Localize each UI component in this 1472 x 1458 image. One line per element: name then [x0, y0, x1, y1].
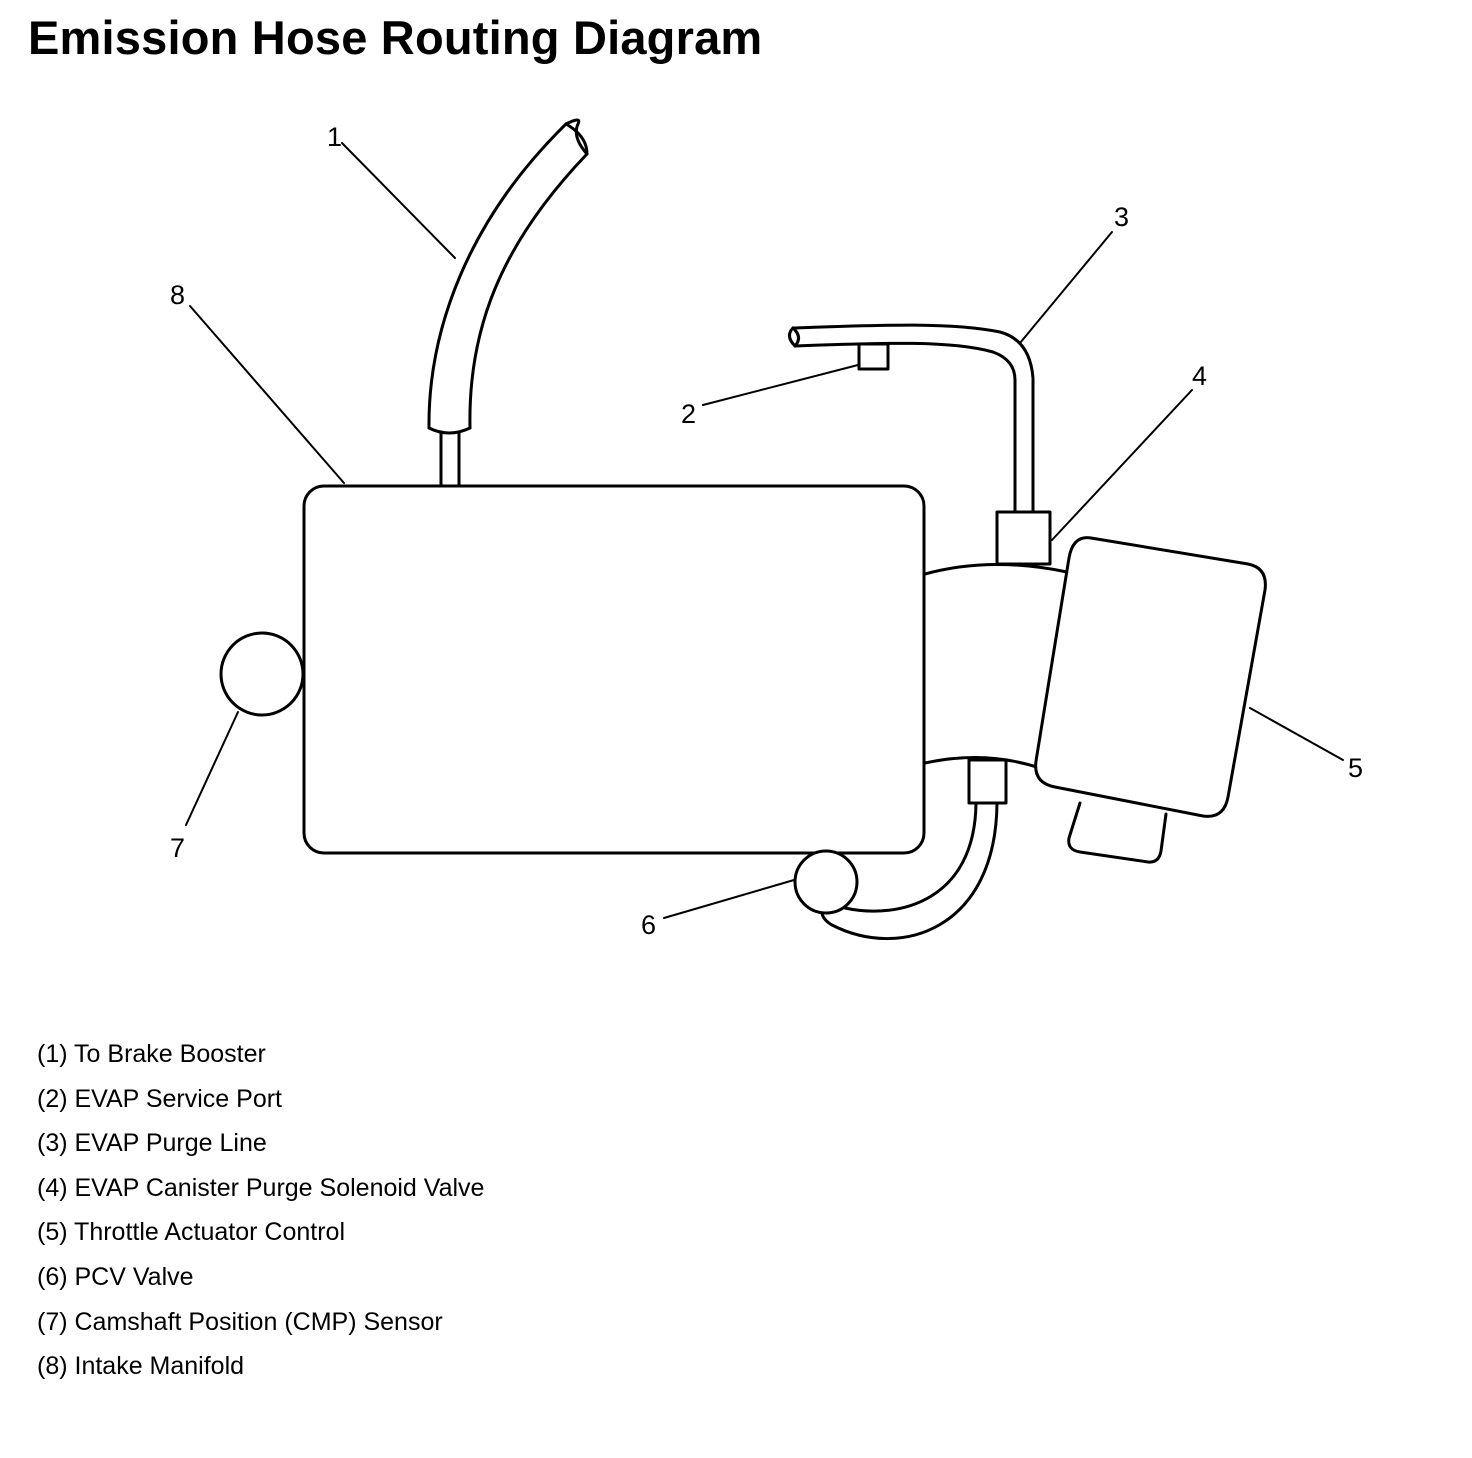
- callout-8: 8: [170, 280, 185, 310]
- callout-3: 3: [1114, 202, 1129, 232]
- leader-line-2: [702, 364, 859, 406]
- legend-item: (7) Camshaft Position (CMP) Sensor: [37, 1307, 443, 1336]
- callout-5: 5: [1348, 753, 1363, 783]
- legend-item: (8) Intake Manifold: [37, 1352, 245, 1381]
- cmp-sensor: [219, 631, 305, 717]
- callout-1: 1: [327, 122, 342, 152]
- callout-6: 6: [641, 910, 656, 940]
- pcv-hose: [820, 758, 1008, 940]
- evap-purge-solenoid: [995, 510, 1052, 566]
- evap-purge-line: [788, 323, 1035, 514]
- legend-item: (4) EVAP Canister Purge Solenoid Valve: [37, 1173, 485, 1202]
- leader-line-7: [185, 711, 239, 826]
- legend-item: (6) PCV Valve: [37, 1262, 194, 1291]
- brake-booster-hose: [427, 118, 589, 488]
- throttle-actuator: [1034, 536, 1267, 864]
- legend-list: (1) To Brake Booster (2) EVAP Service Po…: [37, 1032, 484, 1389]
- leader-line-8: [189, 305, 345, 484]
- callout-2: 2: [681, 399, 696, 429]
- leader-lines: [185, 142, 1344, 919]
- callout-4: 4: [1192, 361, 1207, 391]
- legend-item: (2) EVAP Service Port: [37, 1084, 282, 1113]
- page-title: Emission Hose Routing Diagram: [28, 11, 763, 64]
- legend-item: (5) Throttle Actuator Control: [37, 1218, 346, 1247]
- emission-hose-diagram: 1 2 3 4 5 6 7 8: [170, 118, 1363, 940]
- callout-7: 7: [170, 833, 185, 863]
- pcv-valve: [793, 849, 859, 915]
- intake-manifold: [302, 484, 926, 855]
- throttle-body-tube: [923, 562, 1069, 770]
- evap-service-port: [857, 342, 890, 371]
- leader-line-5: [1249, 707, 1344, 761]
- leader-line-3: [1019, 231, 1113, 344]
- legend-item: (3) EVAP Purge Line: [37, 1129, 267, 1158]
- leader-line-4: [1051, 389, 1193, 541]
- leader-line-6: [663, 879, 795, 919]
- legend-item: (1) To Brake Booster: [37, 1040, 266, 1068]
- leader-line-1: [341, 142, 456, 259]
